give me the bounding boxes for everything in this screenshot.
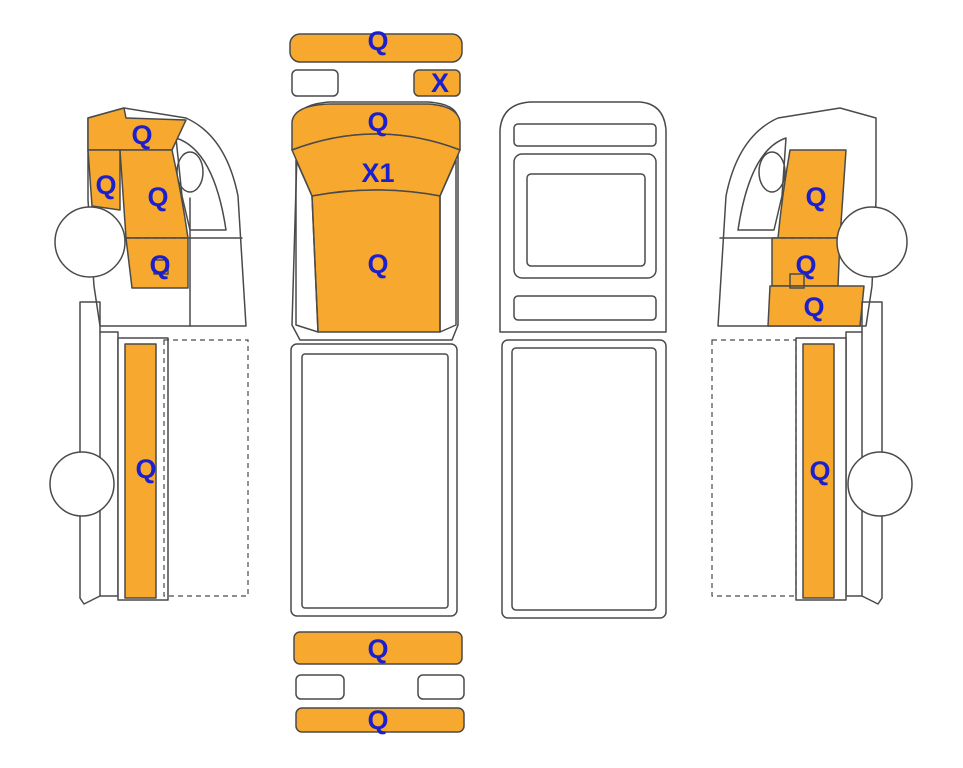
left-mirror bbox=[176, 151, 204, 193]
underside-bed-inner bbox=[511, 347, 657, 611]
left-rear-wheel bbox=[49, 451, 115, 517]
left-door-handle bbox=[153, 259, 169, 275]
left-bed-dashed-outline bbox=[163, 339, 249, 597]
bed-inner bbox=[301, 353, 449, 609]
left-pillar bbox=[295, 159, 319, 333]
right-bed-side-panel bbox=[802, 343, 835, 599]
left-cab-window bbox=[175, 137, 227, 231]
label-right-door: Q bbox=[805, 182, 826, 212]
label-left-cab-side: Q bbox=[95, 170, 116, 200]
right-pillar bbox=[439, 159, 457, 333]
right-cab-window bbox=[737, 137, 787, 231]
label-left-cab-top: Q bbox=[131, 120, 152, 150]
label-right-bed-side: Q bbox=[809, 456, 830, 486]
label-left-door-lower: Q bbox=[149, 250, 170, 280]
front-panel-right bbox=[413, 69, 461, 97]
rear-panel-left bbox=[295, 674, 345, 700]
label-front-bumper-top: Q bbox=[367, 26, 388, 56]
left-cab-side-panel bbox=[87, 149, 121, 211]
rear-bumper-top-panel bbox=[293, 631, 463, 665]
right-step-panel bbox=[767, 285, 865, 327]
label-rear-bumper-top: Q bbox=[367, 634, 388, 664]
right-bed-dashed-outline bbox=[711, 339, 797, 597]
left-cab-outline bbox=[87, 107, 247, 327]
label-rear-bumper-bottom: Q bbox=[367, 705, 388, 735]
left-bed-side-panel bbox=[124, 343, 157, 599]
label-left-bed-side: Q bbox=[135, 454, 156, 484]
right-front-wheel bbox=[836, 206, 908, 278]
left-front-wheel bbox=[54, 206, 126, 278]
label-hood-front: Q bbox=[367, 107, 388, 137]
left-door-lower-panel bbox=[125, 237, 189, 289]
underside-mid-rail bbox=[513, 295, 657, 321]
label-right-door-lower: Q bbox=[795, 250, 816, 280]
label-roof: Q bbox=[367, 249, 388, 279]
rear-panel-right bbox=[417, 674, 465, 700]
front-panel-left bbox=[291, 69, 339, 97]
right-rear-wheel bbox=[847, 451, 913, 517]
underside-front-rail bbox=[513, 123, 657, 147]
underside-bed-outer bbox=[501, 339, 667, 619]
left-chassis bbox=[79, 301, 101, 605]
underside-cab-outline bbox=[499, 101, 667, 333]
top-view: Q X Q X1 Q Q Q bbox=[289, 26, 465, 735]
right-mirror bbox=[758, 151, 786, 193]
label-windshield: X1 bbox=[361, 158, 394, 188]
bed-outer bbox=[290, 343, 458, 617]
underside-engine-outer bbox=[513, 153, 657, 279]
label-left-door: Q bbox=[147, 182, 168, 212]
bottom-view bbox=[499, 101, 667, 619]
right-chassis bbox=[861, 301, 883, 605]
left-side-view: Q Q Q Q Q bbox=[49, 107, 249, 605]
right-door-handle bbox=[789, 273, 805, 289]
underside-engine-inner bbox=[526, 173, 646, 267]
front-bumper-top-panel bbox=[289, 33, 463, 63]
label-right-step: Q bbox=[803, 292, 824, 322]
right-side-view: Q Q Q Q bbox=[711, 107, 913, 605]
label-front-panel-right: X bbox=[431, 68, 449, 98]
rear-bumper-bottom-panel bbox=[295, 707, 465, 733]
